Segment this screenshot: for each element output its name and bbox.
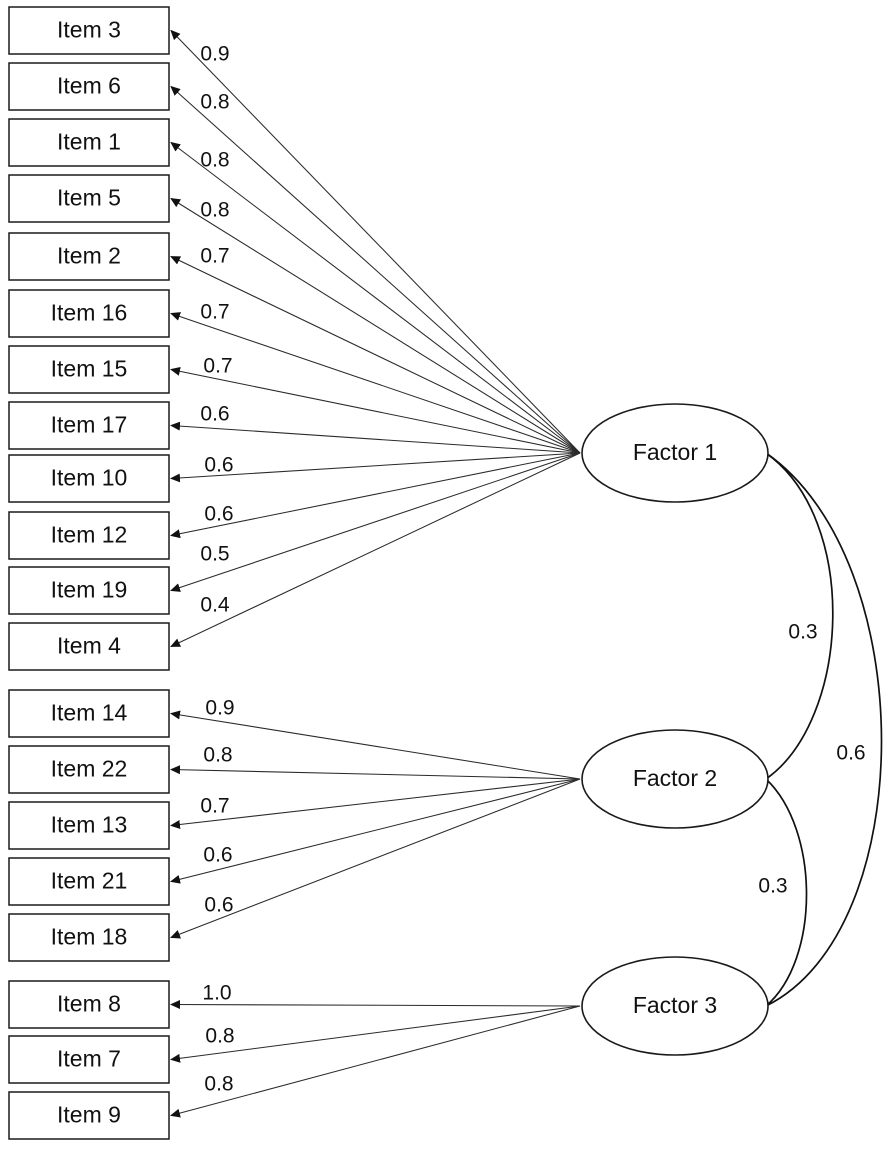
item-box-item-21 xyxy=(8,857,170,906)
loading-label-item-8: 1.0 xyxy=(202,982,231,1005)
item-box-item-3 xyxy=(8,6,170,55)
item-label-item-13: Item 13 xyxy=(51,812,128,838)
loading-arrow-item-7 xyxy=(170,1005,581,1063)
item-box-item-14 xyxy=(8,689,170,738)
loading-label-item-7: 0.8 xyxy=(205,1025,234,1048)
loading-arrow-item-14 xyxy=(170,710,581,780)
loading-arrow-item-12 xyxy=(170,452,581,539)
item-box-item-19 xyxy=(8,566,170,615)
loading-label-item-1: 0.8 xyxy=(200,149,229,172)
item-label-item-14: Item 14 xyxy=(51,700,128,726)
loading-label-item-4: 0.4 xyxy=(200,594,230,617)
item-layer: Item 3 Item 6 Item 1 Item 5 Item 2 Item 16 Ite… xyxy=(8,6,170,1140)
label-layer: 0.3 0.3 0.6 0.9 0.8 0.8 0.8 0.7 0.7 0.7 0.6 0.6 0.6 0… xyxy=(200,43,865,1096)
correlation-curve-f1-f3 xyxy=(765,452,883,1007)
item-label-item-22: Item 22 xyxy=(51,756,128,782)
loading-label-item-6: 0.8 xyxy=(200,91,229,114)
loading-arrow-item-15 xyxy=(170,366,581,454)
item-label-item-17: Item 17 xyxy=(51,412,128,438)
loading-arrow-item-21 xyxy=(170,778,581,884)
item-box-item-18 xyxy=(8,913,170,962)
factor-ellipse-f1 xyxy=(581,403,769,503)
loading-arrow-item-18 xyxy=(170,778,581,939)
item-label-item-7: Item 7 xyxy=(57,1046,121,1072)
correlation-label-f1-f3: 0.6 xyxy=(836,742,865,765)
loading-label-item-13: 0.7 xyxy=(200,795,229,818)
loading-arrow-item-5 xyxy=(170,197,581,454)
loading-label-item-12: 0.6 xyxy=(204,503,233,526)
item-label-item-5: Item 5 xyxy=(57,185,121,211)
item-label-item-8: Item 8 xyxy=(57,991,121,1017)
loading-arrow-item-1 xyxy=(170,141,581,454)
loading-label-item-14: 0.9 xyxy=(205,697,234,720)
loading-label-item-9: 0.8 xyxy=(204,1073,233,1096)
loading-label-item-16: 0.7 xyxy=(200,301,229,324)
item-label-item-19: Item 19 xyxy=(51,577,128,603)
loading-arrow-item-4 xyxy=(170,452,581,647)
correlation-curve-f2-f3 xyxy=(765,778,808,1007)
item-label-item-16: Item 16 xyxy=(51,300,128,326)
loading-label-item-5: 0.8 xyxy=(200,199,229,222)
loading-arrow-item-9 xyxy=(170,1005,581,1118)
item-label-item-12: Item 12 xyxy=(51,522,128,548)
factor-label-f3: Factor 3 xyxy=(633,992,717,1018)
loading-label-item-15: 0.7 xyxy=(203,355,232,378)
correlation-label-f1-f2: 0.3 xyxy=(788,621,817,644)
factor-layer: Factor 1 Factor 2 Factor 3 xyxy=(581,403,769,1056)
factor-label-f2: Factor 2 xyxy=(633,765,717,791)
loading-label-item-17: 0.6 xyxy=(200,403,229,426)
item-label-item-18: Item 18 xyxy=(51,924,128,950)
item-label-item-3: Item 3 xyxy=(57,17,121,43)
item-box-item-15 xyxy=(8,345,170,394)
item-label-item-2: Item 2 xyxy=(57,243,121,269)
loading-arrow-item-6 xyxy=(170,85,581,454)
loading-arrow-item-13 xyxy=(170,778,581,829)
loading-label-item-21: 0.6 xyxy=(203,844,232,867)
factor-label-f1: Factor 1 xyxy=(633,439,717,465)
loading-arrow-item-16 xyxy=(170,312,581,454)
loading-arrow-item-3 xyxy=(170,29,581,454)
item-box-item-10 xyxy=(8,454,170,503)
item-label-item-4: Item 4 xyxy=(57,633,121,659)
item-label-item-1: Item 1 xyxy=(57,129,121,155)
item-box-item-7 xyxy=(8,1035,170,1084)
loading-arrow-item-8 xyxy=(170,1000,581,1010)
loading-label-item-19: 0.5 xyxy=(200,543,229,566)
correlation-layer xyxy=(765,452,883,1007)
item-box-item-2 xyxy=(8,232,170,281)
item-label-item-15: Item 15 xyxy=(51,356,128,382)
item-box-item-16 xyxy=(8,289,170,338)
loading-arrow-item-10 xyxy=(170,452,581,483)
loading-label-item-22: 0.8 xyxy=(203,744,232,767)
item-box-item-17 xyxy=(8,401,170,450)
loading-arrow-item-17 xyxy=(170,421,581,454)
item-box-item-6 xyxy=(8,62,170,111)
loading-arrow-item-19 xyxy=(170,452,581,592)
item-box-item-13 xyxy=(8,801,170,850)
loading-label-item-18: 0.6 xyxy=(204,894,233,917)
loading-arrow-item-2 xyxy=(170,256,581,454)
item-label-item-9: Item 9 xyxy=(57,1102,121,1128)
item-label-item-10: Item 10 xyxy=(51,465,128,491)
item-label-item-6: Item 6 xyxy=(57,73,121,99)
item-box-item-4 xyxy=(8,622,170,671)
item-box-item-12 xyxy=(8,511,170,560)
item-box-item-1 xyxy=(8,118,170,167)
item-label-item-21: Item 21 xyxy=(51,868,128,894)
loading-arrow-item-22 xyxy=(170,765,581,780)
loading-arrow-layer xyxy=(170,29,581,1118)
item-box-item-9 xyxy=(8,1091,170,1140)
correlation-curve-f1-f2 xyxy=(765,452,834,780)
loading-label-item-3: 0.9 xyxy=(200,43,229,66)
loading-label-item-2: 0.7 xyxy=(200,245,229,268)
factor-ellipse-f3 xyxy=(581,956,769,1056)
factor-ellipse-f2 xyxy=(581,729,769,829)
item-box-item-8 xyxy=(8,980,170,1029)
item-box-item-5 xyxy=(8,174,170,223)
item-box-item-22 xyxy=(8,745,170,794)
correlation-label-f2-f3: 0.3 xyxy=(758,875,787,898)
loading-label-item-10: 0.6 xyxy=(204,454,233,477)
